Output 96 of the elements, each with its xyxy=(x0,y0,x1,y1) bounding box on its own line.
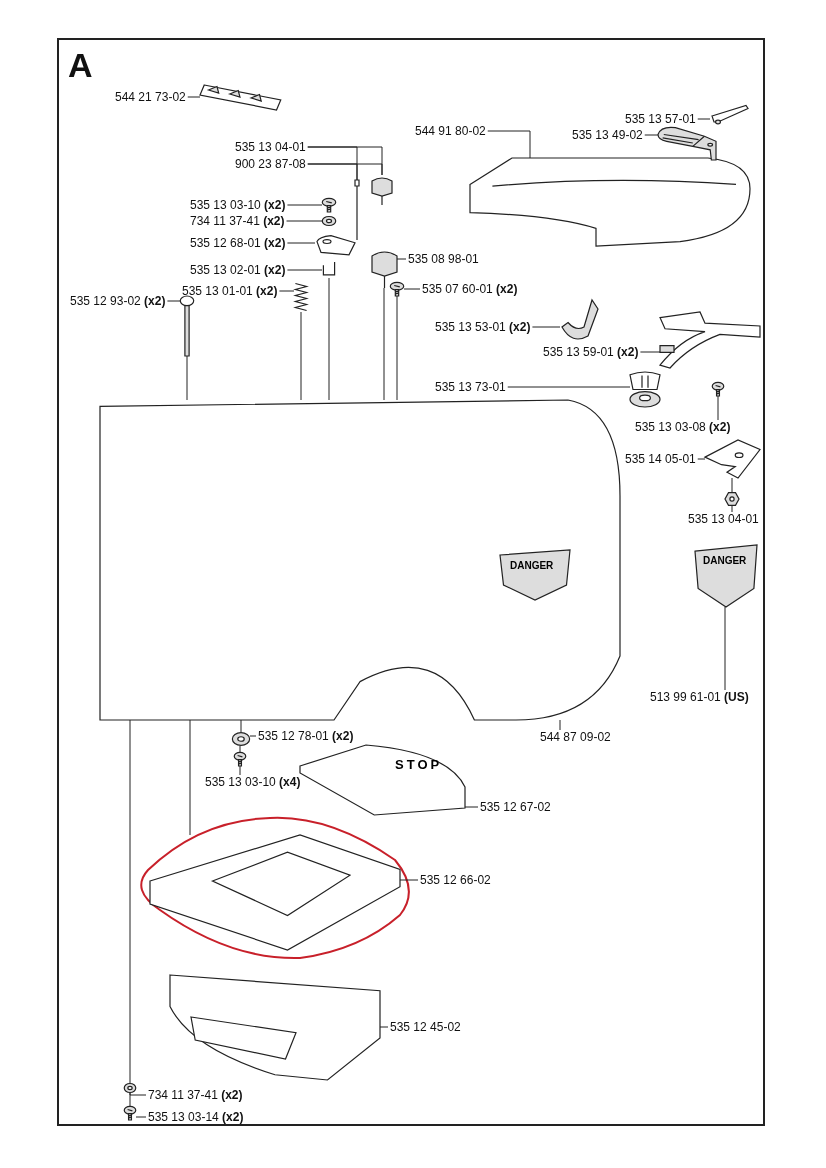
part-number: 535 12 67-02 xyxy=(480,800,551,814)
part-number: 535 12 45-02 xyxy=(390,1020,461,1034)
part-number: 513 99 61-01 (US) xyxy=(650,690,749,704)
leader-line xyxy=(724,606,726,691)
leader-line xyxy=(135,1116,147,1118)
leader-line xyxy=(559,719,561,731)
assembly-line xyxy=(731,477,733,493)
assembly-line xyxy=(186,355,188,401)
top-cover-drawing xyxy=(470,158,750,246)
spring-clip-drawing xyxy=(322,262,336,278)
part-number: 535 13 04-01 xyxy=(235,140,306,154)
part-number: 535 13 73-01 xyxy=(435,380,506,394)
part-number: 535 12 68-01 (x2) xyxy=(190,236,286,250)
leader-line xyxy=(403,288,421,290)
leader-line xyxy=(487,130,531,159)
part-number: 535 07 60-01 (x2) xyxy=(422,282,518,296)
assembly-line xyxy=(300,311,302,401)
plate-drawing xyxy=(705,440,760,478)
leader-line xyxy=(644,134,659,136)
leader-line xyxy=(307,163,383,176)
screw-drawing xyxy=(124,1106,136,1120)
warning-text: DANGER xyxy=(510,560,554,571)
screw-drawing xyxy=(322,198,336,212)
leader-line xyxy=(249,735,257,737)
section-letter: A xyxy=(68,46,93,84)
part-number: 535 13 53-01 (x2) xyxy=(435,320,531,334)
washer-drawing xyxy=(322,216,336,226)
part-number: 535 13 03-08 (x2) xyxy=(635,420,731,434)
body-shell-drawing xyxy=(100,400,620,720)
leader-line xyxy=(531,326,561,328)
leader-line xyxy=(286,220,323,222)
washer-drawing xyxy=(124,1083,136,1093)
leader-line xyxy=(166,300,181,302)
assembly-line xyxy=(396,295,398,401)
part-number: 535 08 98-01 xyxy=(408,252,479,266)
clip-drawing xyxy=(232,732,250,746)
warning-text: DANGER xyxy=(703,555,747,566)
leader-line xyxy=(507,386,631,388)
leader-line xyxy=(129,1092,147,1096)
leader-line xyxy=(697,458,706,460)
warning-sticker xyxy=(500,550,570,600)
screw-drawing xyxy=(390,282,404,296)
plate-drawing xyxy=(315,232,355,256)
stop-text: STOP xyxy=(395,757,443,772)
cable-clip-drawing xyxy=(372,248,397,288)
part-number: 535 13 59-01 (x2) xyxy=(543,345,639,359)
handle-drawing xyxy=(658,126,716,160)
part-number: 535 13 04-01 xyxy=(688,512,759,526)
leader-line xyxy=(697,118,711,120)
stop-cover-drawing xyxy=(300,745,465,815)
part-number: 535 14 05-01 xyxy=(625,452,696,466)
part-number: 535 13 03-14 (x2) xyxy=(148,1110,244,1124)
screw-drawing xyxy=(234,752,246,766)
part-number: 544 87 09-02 xyxy=(540,730,611,744)
leader-line xyxy=(717,395,719,421)
part-number: 535 12 66-02 xyxy=(420,873,491,887)
part-number: 544 21 73-02 xyxy=(115,90,186,104)
cable-tie-drawing xyxy=(352,180,362,240)
assembly-line xyxy=(189,719,191,836)
part-number: 535 12 78-01 (x2) xyxy=(258,729,354,743)
leader-line xyxy=(286,269,323,271)
part-number: 535 13 03-10 (x2) xyxy=(190,198,286,212)
bumper-drawing xyxy=(170,975,380,1080)
part-number: 535 13 49-02 xyxy=(572,128,643,142)
leader-line xyxy=(278,290,295,292)
leader-line xyxy=(239,765,241,776)
leader-line xyxy=(639,351,661,353)
assembly-line xyxy=(129,1092,131,1107)
part-number: 544 91 80-02 xyxy=(415,124,486,138)
part-number: 535 13 02-01 (x2) xyxy=(190,263,286,277)
assembly-line xyxy=(129,719,131,1084)
cable-clip-drawing xyxy=(372,175,392,205)
part-number: 535 12 93-02 (x2) xyxy=(70,294,166,308)
part-number: 734 11 37-41 (x2) xyxy=(148,1088,243,1102)
leader-line xyxy=(286,204,323,206)
part-number: 535 13 03-10 (x4) xyxy=(205,775,301,789)
assembly-line xyxy=(239,745,241,753)
part-number: 734 11 37-41 (x2) xyxy=(190,214,285,228)
part-number: 900 23 87-08 xyxy=(235,157,306,171)
spring-drawing xyxy=(294,282,308,312)
warning-sticker xyxy=(695,545,757,607)
assembly-line xyxy=(240,719,242,733)
bracket-drawing xyxy=(660,312,760,368)
screw-drawing xyxy=(712,382,724,396)
leader-line xyxy=(731,505,733,513)
leader-line xyxy=(464,806,479,808)
assembly-line xyxy=(383,287,385,401)
leader-line xyxy=(286,242,316,244)
nut-drawing xyxy=(725,492,739,506)
leader-line xyxy=(187,96,201,98)
part-number: 535 13 57-01 xyxy=(625,112,696,126)
part-number: 535 13 01-01 (x2) xyxy=(182,284,278,298)
screw-drawing xyxy=(180,296,194,356)
hatch-drawing xyxy=(150,835,400,950)
sensor-drawing xyxy=(630,372,660,407)
assembly-line xyxy=(328,277,330,401)
